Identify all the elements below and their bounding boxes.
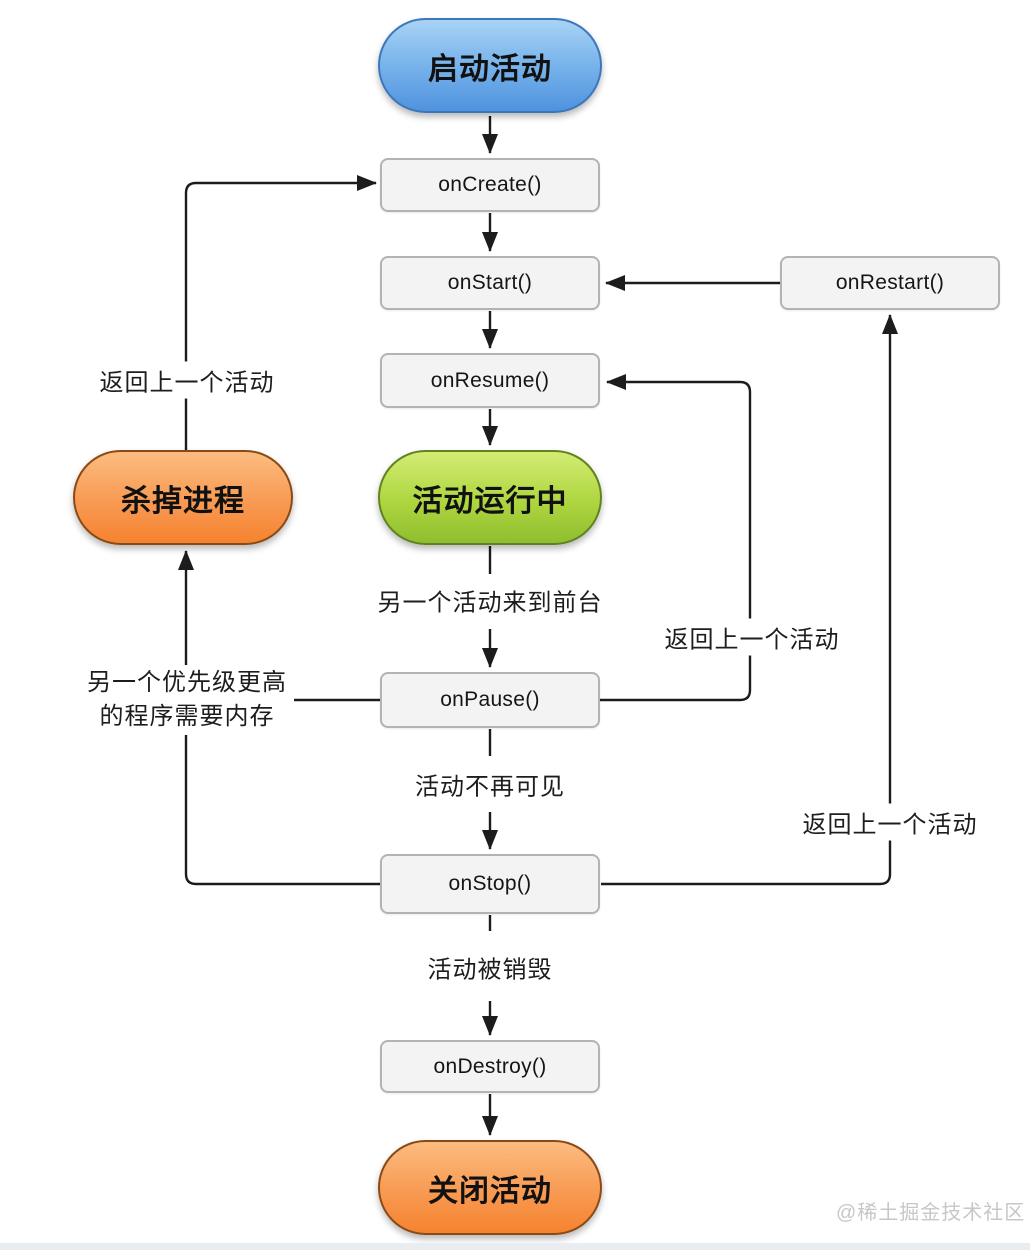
edge-label-back-to-previous-mid: 返回上一个活动	[657, 618, 847, 656]
node-onresume: onResume()	[380, 353, 600, 408]
edge-label-activity-destroyed: 活动被销毁	[420, 948, 560, 986]
node-ondestroy: onDestroy()	[380, 1040, 600, 1093]
edge-label-back-to-previous-left: 返回上一个活动	[92, 361, 282, 399]
node-start-activity: 启动活动	[378, 18, 602, 113]
node-oncreate: onCreate()	[380, 158, 600, 212]
bottom-strip	[0, 1243, 1030, 1250]
node-kill-process: 杀掉进程	[73, 450, 293, 545]
node-close-activity: 关闭活动	[378, 1140, 602, 1235]
edge-label-higher-priority-memory: 另一个优先级更高 的程序需要内存	[80, 665, 294, 735]
node-onrestart: onRestart()	[780, 256, 1000, 310]
node-onstop: onStop()	[380, 854, 600, 914]
node-onstart: onStart()	[380, 256, 600, 310]
edge-label-activity-not-visible: 活动不再可见	[408, 765, 572, 803]
edge-label-line2: 的程序需要内存	[99, 703, 275, 730]
edge-label-back-to-previous-right: 返回上一个活动	[795, 803, 985, 841]
watermark: @稀土掘金技术社区	[836, 1202, 1026, 1224]
node-onpause: onPause()	[380, 672, 600, 728]
node-activity-running: 活动运行中	[378, 450, 602, 545]
edge-onpause-to-onresume	[600, 374, 752, 702]
edge-kill-to-oncreate	[184, 175, 377, 450]
edge-label-another-activity-foreground: 另一个活动来到前台	[370, 581, 610, 619]
edge-onstop-to-onrestart	[601, 314, 898, 886]
edge-label-line1: 另一个优先级更高	[87, 669, 287, 696]
edge-onstop-to-kill	[178, 550, 380, 886]
